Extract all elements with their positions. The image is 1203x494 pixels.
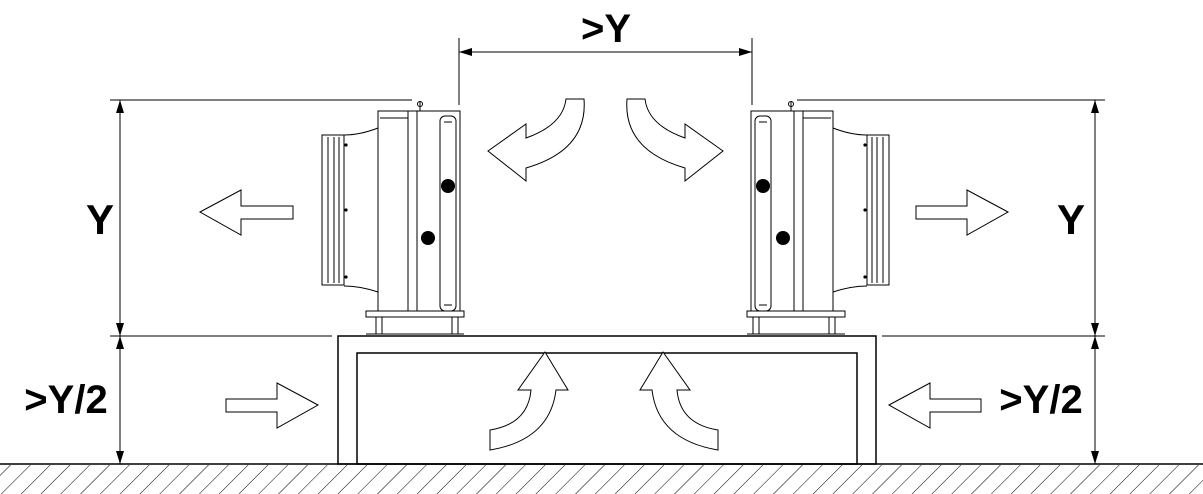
- dimension-left-base: [116, 336, 124, 464]
- left-unit: [321, 101, 465, 335]
- airflow-arrow-curved-top-right: [626, 98, 724, 183]
- label-left-base: >Y/2: [24, 378, 107, 422]
- airflow-arrow-right-in: [887, 382, 982, 429]
- ground: [0, 463, 1203, 494]
- extension-lines: [110, 38, 1105, 337]
- dimension-left-height: [116, 100, 124, 336]
- label-right-base: >Y/2: [999, 378, 1082, 422]
- dimension-top: [459, 48, 752, 56]
- airflow-arrow-curved-top-left: [487, 98, 585, 183]
- right-unit: [746, 101, 890, 335]
- airflow-arrow-curved-base-left: [489, 351, 569, 451]
- airflow-arrow-left-in: [225, 382, 320, 429]
- dimension-right-base: [1091, 336, 1099, 464]
- base-platform: [337, 335, 877, 465]
- airflow-arrow-left-out: [198, 189, 294, 236]
- airflow-arrow-curved-base-right: [639, 351, 719, 451]
- airflow-arrow-right-out: [915, 189, 1010, 236]
- label-left-height: Y: [86, 196, 114, 243]
- dimension-right-height: [1091, 100, 1099, 336]
- label-top-spacing: >Y: [581, 7, 631, 51]
- label-right-height: Y: [1057, 196, 1085, 243]
